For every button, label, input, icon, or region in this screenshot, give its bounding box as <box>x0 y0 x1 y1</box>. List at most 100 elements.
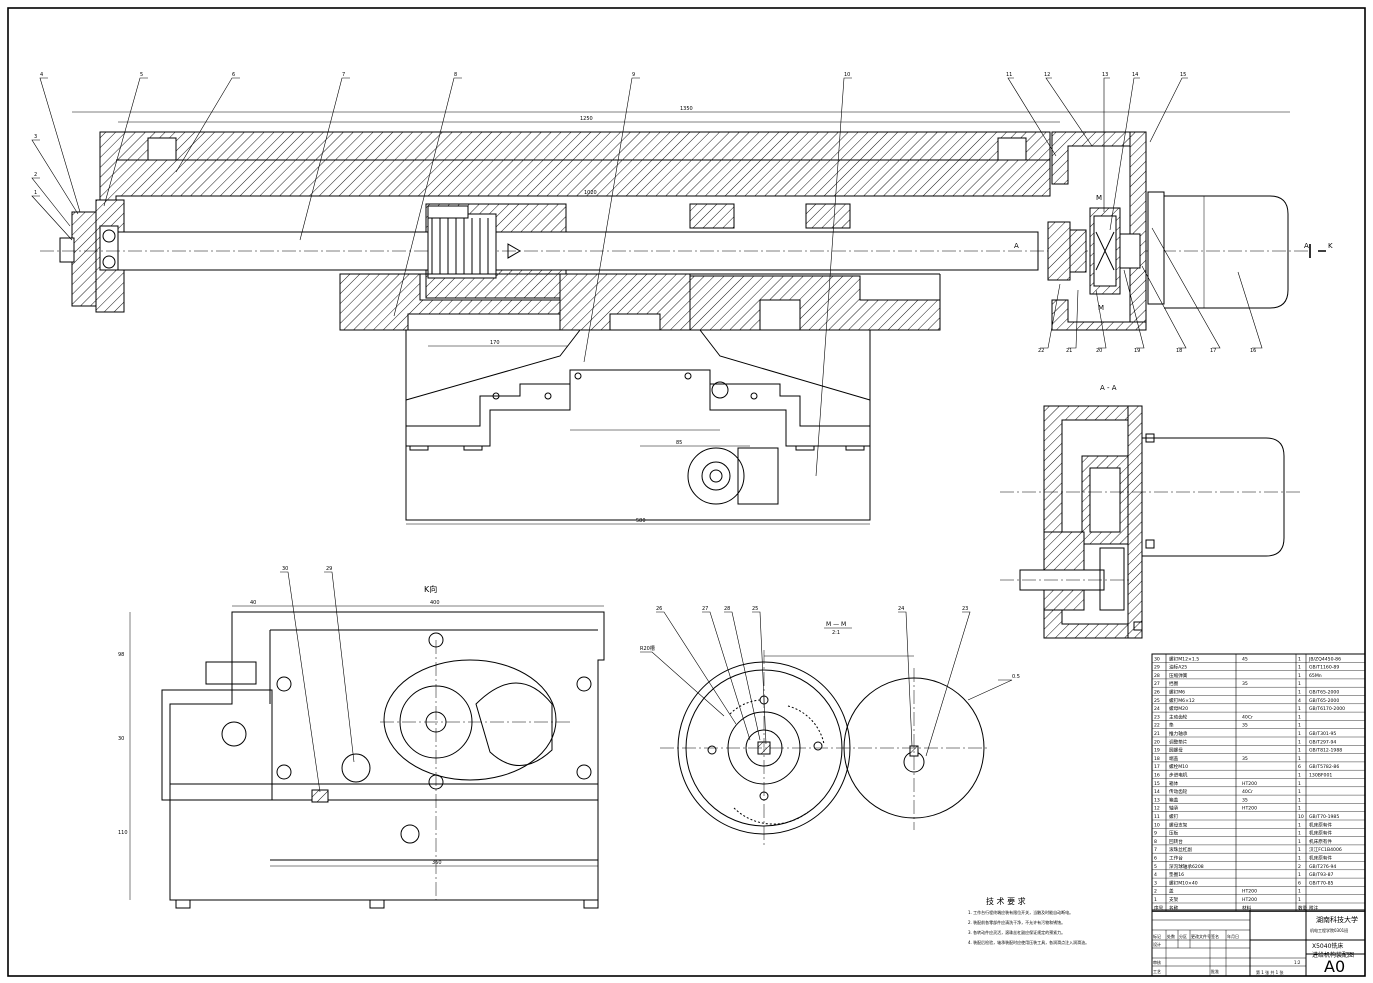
bom-cell-n: 8 <box>1154 839 1157 845</box>
bom-cell-name: 挡圈 <box>1169 680 1179 687</box>
bom-cell-mat: 45 <box>1242 656 1248 662</box>
balloon-21: 21 <box>1066 348 1072 354</box>
dim-400: 400 <box>430 600 440 606</box>
bom-cell-q: 1 <box>1298 673 1301 679</box>
bom-cell-std: 130BF001 <box>1309 773 1332 779</box>
bom-header-std: 附注 <box>1309 904 1319 911</box>
bom-cell-q: 1 <box>1298 681 1301 687</box>
bom-cell-q: 1 <box>1298 839 1301 845</box>
tb-size: A0 <box>1324 957 1345 976</box>
balloon-17: 17 <box>1210 348 1216 354</box>
bom-cell-std: GB/T65-2000 <box>1309 698 1339 704</box>
bom-cell-q: 1 <box>1298 806 1301 812</box>
balloon-22: 22 <box>1038 348 1044 354</box>
tech-line-2: 2. 装配前各零部件应清洗干净，不允许有污物和锈蚀。 <box>968 919 1065 925</box>
section-a-a-view: A - A <box>1000 384 1300 639</box>
balloon-2: 2 <box>34 172 37 178</box>
bom-cell-n: 26 <box>1154 690 1160 696</box>
bom-cell-n: 14 <box>1154 789 1160 795</box>
bom-cell-name: 回转台 <box>1169 838 1183 845</box>
balloon-20: 20 <box>1096 348 1102 354</box>
bom-header-q: 数量 <box>1298 904 1308 911</box>
bom-cell-q: 4 <box>1298 698 1301 704</box>
balloon-29: 29 <box>326 566 332 572</box>
balloon-9: 9 <box>632 72 635 78</box>
bom-cell-mat: HT200 <box>1242 889 1257 895</box>
bom-cell-n: 20 <box>1154 739 1160 745</box>
section-mark-a-left: A <box>1014 242 1019 250</box>
balloon-12: 12 <box>1044 72 1050 78</box>
bom-cell-std: GB/T70-85 <box>1309 880 1333 886</box>
bom-cell-q: 1 <box>1298 690 1301 696</box>
balloon-26: 26 <box>656 606 662 612</box>
bom-cell-n: 29 <box>1154 665 1160 671</box>
bom-cell-n: 7 <box>1154 847 1157 853</box>
balloon-24: 24 <box>898 606 904 612</box>
tech-line-1: 1. 工作台行程终端应装有限位开关，当触及时能自动断电。 <box>968 909 1073 915</box>
bom-cell-n: 12 <box>1154 806 1160 812</box>
view-mm-scale: 2:1 <box>832 630 840 636</box>
tb-role-process: 工艺 <box>1153 969 1161 974</box>
bom-cell-n: 23 <box>1154 714 1160 720</box>
dim-85: 85 <box>676 440 682 446</box>
bom-cell-n: 27 <box>1154 681 1160 687</box>
note-slot: R20槽 <box>640 645 655 652</box>
bom-cell-std: GB/T1160-89 <box>1309 665 1339 671</box>
view-mm-title: M — M <box>826 621 846 628</box>
balloon-10: 10 <box>844 72 850 78</box>
section-aa-title: A - A <box>1100 384 1117 392</box>
bom-cell-mat: HT200 <box>1242 897 1257 903</box>
bom-cell-q: 1 <box>1298 847 1301 853</box>
bom-cell-n: 25 <box>1154 698 1160 704</box>
dim-170: 170 <box>490 340 500 346</box>
view-k-title: K向 <box>424 584 437 594</box>
tb-role-check: 审核 <box>1153 959 1161 965</box>
bom-cell-q: 1 <box>1298 797 1301 803</box>
tb-label-zone: 分区 <box>1179 933 1187 939</box>
tb-title-2: 进给机构装配图 <box>1312 951 1354 959</box>
bom-cell-name: 滚珠丝杠副 <box>1169 846 1192 853</box>
bom-cell-name: 工作台 <box>1169 855 1183 862</box>
bom-cell-n: 3 <box>1154 880 1157 886</box>
balloon-13: 13 <box>1102 72 1108 78</box>
bom-cell-std: 机床原有件 <box>1309 821 1332 828</box>
bom-cell-std: GB/T5782-86 <box>1309 764 1339 770</box>
tb-label-sign: 签名 <box>1211 933 1219 939</box>
bom-cell-std: 机床原有件 <box>1309 855 1332 862</box>
tech-line-4: 4. 装配后检验，轴承装配时应使用压装工具，各润滑点注入润滑油。 <box>968 939 1089 945</box>
balloon-1: 1 <box>34 190 37 196</box>
balloon-7: 7 <box>342 72 345 78</box>
bom-cell-std: GB/T301-95 <box>1309 731 1336 737</box>
bom-cell-n: 24 <box>1154 706 1160 712</box>
bom-cell-q: 1 <box>1298 889 1301 895</box>
tb-title-1: X5040铣床 <box>1312 942 1343 950</box>
bom-cell-std: GB/T65-2000 <box>1309 690 1339 696</box>
bom-cell-std: JB/ZQ4450-86 <box>1308 656 1341 662</box>
tech-line-3: 3. 各转动件应灵活，滚珠丝杠副应保证规定的预紧力。 <box>968 929 1065 935</box>
tb-label-mark: 标记 <box>1153 933 1161 939</box>
bom-header-mat: 材料 <box>1242 904 1252 911</box>
bom-cell-name: 圆螺母 <box>1169 747 1183 754</box>
bom-cell-n: 5 <box>1154 864 1157 870</box>
bom-header-name: 名称 <box>1169 904 1179 911</box>
bom-cell-name: 螺母M20 <box>1169 705 1188 712</box>
bom-cell-n: 19 <box>1154 748 1160 754</box>
bom-cell-q: 1 <box>1298 781 1301 787</box>
view-k: K向 40 400 360 98 30 110 <box>118 566 605 909</box>
bom-cell-name: 深沟球轴承6208 <box>1169 863 1204 870</box>
bom-cell-std: GB/T6170-2000 <box>1309 706 1345 712</box>
bom-cell-q: 1 <box>1298 714 1301 720</box>
bom-cell-name: 盖 <box>1169 888 1174 895</box>
bom-cell-mat: HT200 <box>1242 781 1257 787</box>
section-mark-a-right: A <box>1304 242 1309 250</box>
bom-cell-n: 4 <box>1154 872 1157 878</box>
note-05: 0.5 <box>1012 674 1020 680</box>
balloon-28: 28 <box>724 606 730 612</box>
balloon-19: 19 <box>1134 348 1140 354</box>
balloon-16: 16 <box>1250 348 1256 354</box>
dim-40: 40 <box>250 600 256 606</box>
bom-cell-name: 支架 <box>1169 896 1179 903</box>
bom-cell-name: 油标A25 <box>1169 664 1187 671</box>
bom-cell-name: 调整垫片 <box>1169 738 1188 745</box>
